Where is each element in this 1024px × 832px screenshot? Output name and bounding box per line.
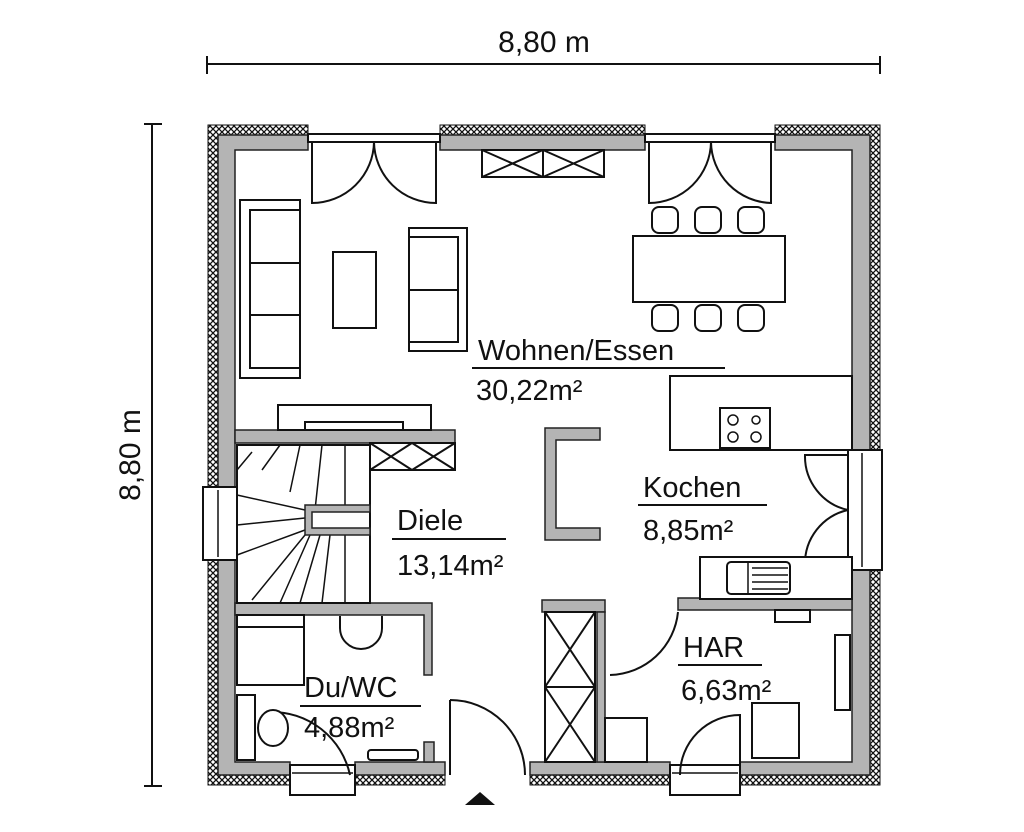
room-har: HAR 6,63m² bbox=[678, 632, 772, 707]
utility-furniture bbox=[544, 609, 851, 763]
entrance-arrow-icon bbox=[465, 792, 495, 805]
width-dimension: 8,80 m bbox=[206, 26, 881, 74]
room-name: Diele bbox=[397, 505, 463, 537]
room-area: 8,85m² bbox=[643, 515, 734, 547]
bathroom-furniture bbox=[236, 614, 419, 761]
width-label: 8,80 m bbox=[498, 26, 590, 59]
dining-furniture bbox=[632, 206, 786, 332]
room-area: 6,63m² bbox=[681, 675, 772, 707]
room-diele: Diele 13,14m² bbox=[392, 505, 506, 582]
room-name: Wohnen/Essen bbox=[478, 335, 674, 367]
room-name: HAR bbox=[683, 632, 744, 664]
room-area: 13,14m² bbox=[397, 550, 504, 582]
height-dimension: 8,80 m bbox=[114, 123, 162, 787]
stairs bbox=[236, 444, 371, 604]
room-wohnen-essen: Wohnen/Essen 30,22m² bbox=[472, 335, 725, 407]
living-furniture bbox=[239, 149, 605, 471]
windows bbox=[202, 133, 883, 796]
room-du-wc: Du/WC 4,88m² bbox=[300, 672, 421, 744]
height-label: 8,80 m bbox=[114, 409, 147, 501]
room-name: Du/WC bbox=[304, 672, 397, 704]
room-area: 30,22m² bbox=[476, 375, 583, 407]
exterior-walls bbox=[207, 124, 881, 786]
room-kochen: Kochen 8,85m² bbox=[638, 472, 767, 547]
room-name: Kochen bbox=[643, 472, 741, 504]
kitchen-furniture bbox=[669, 375, 853, 600]
room-area: 4,88m² bbox=[304, 712, 395, 744]
